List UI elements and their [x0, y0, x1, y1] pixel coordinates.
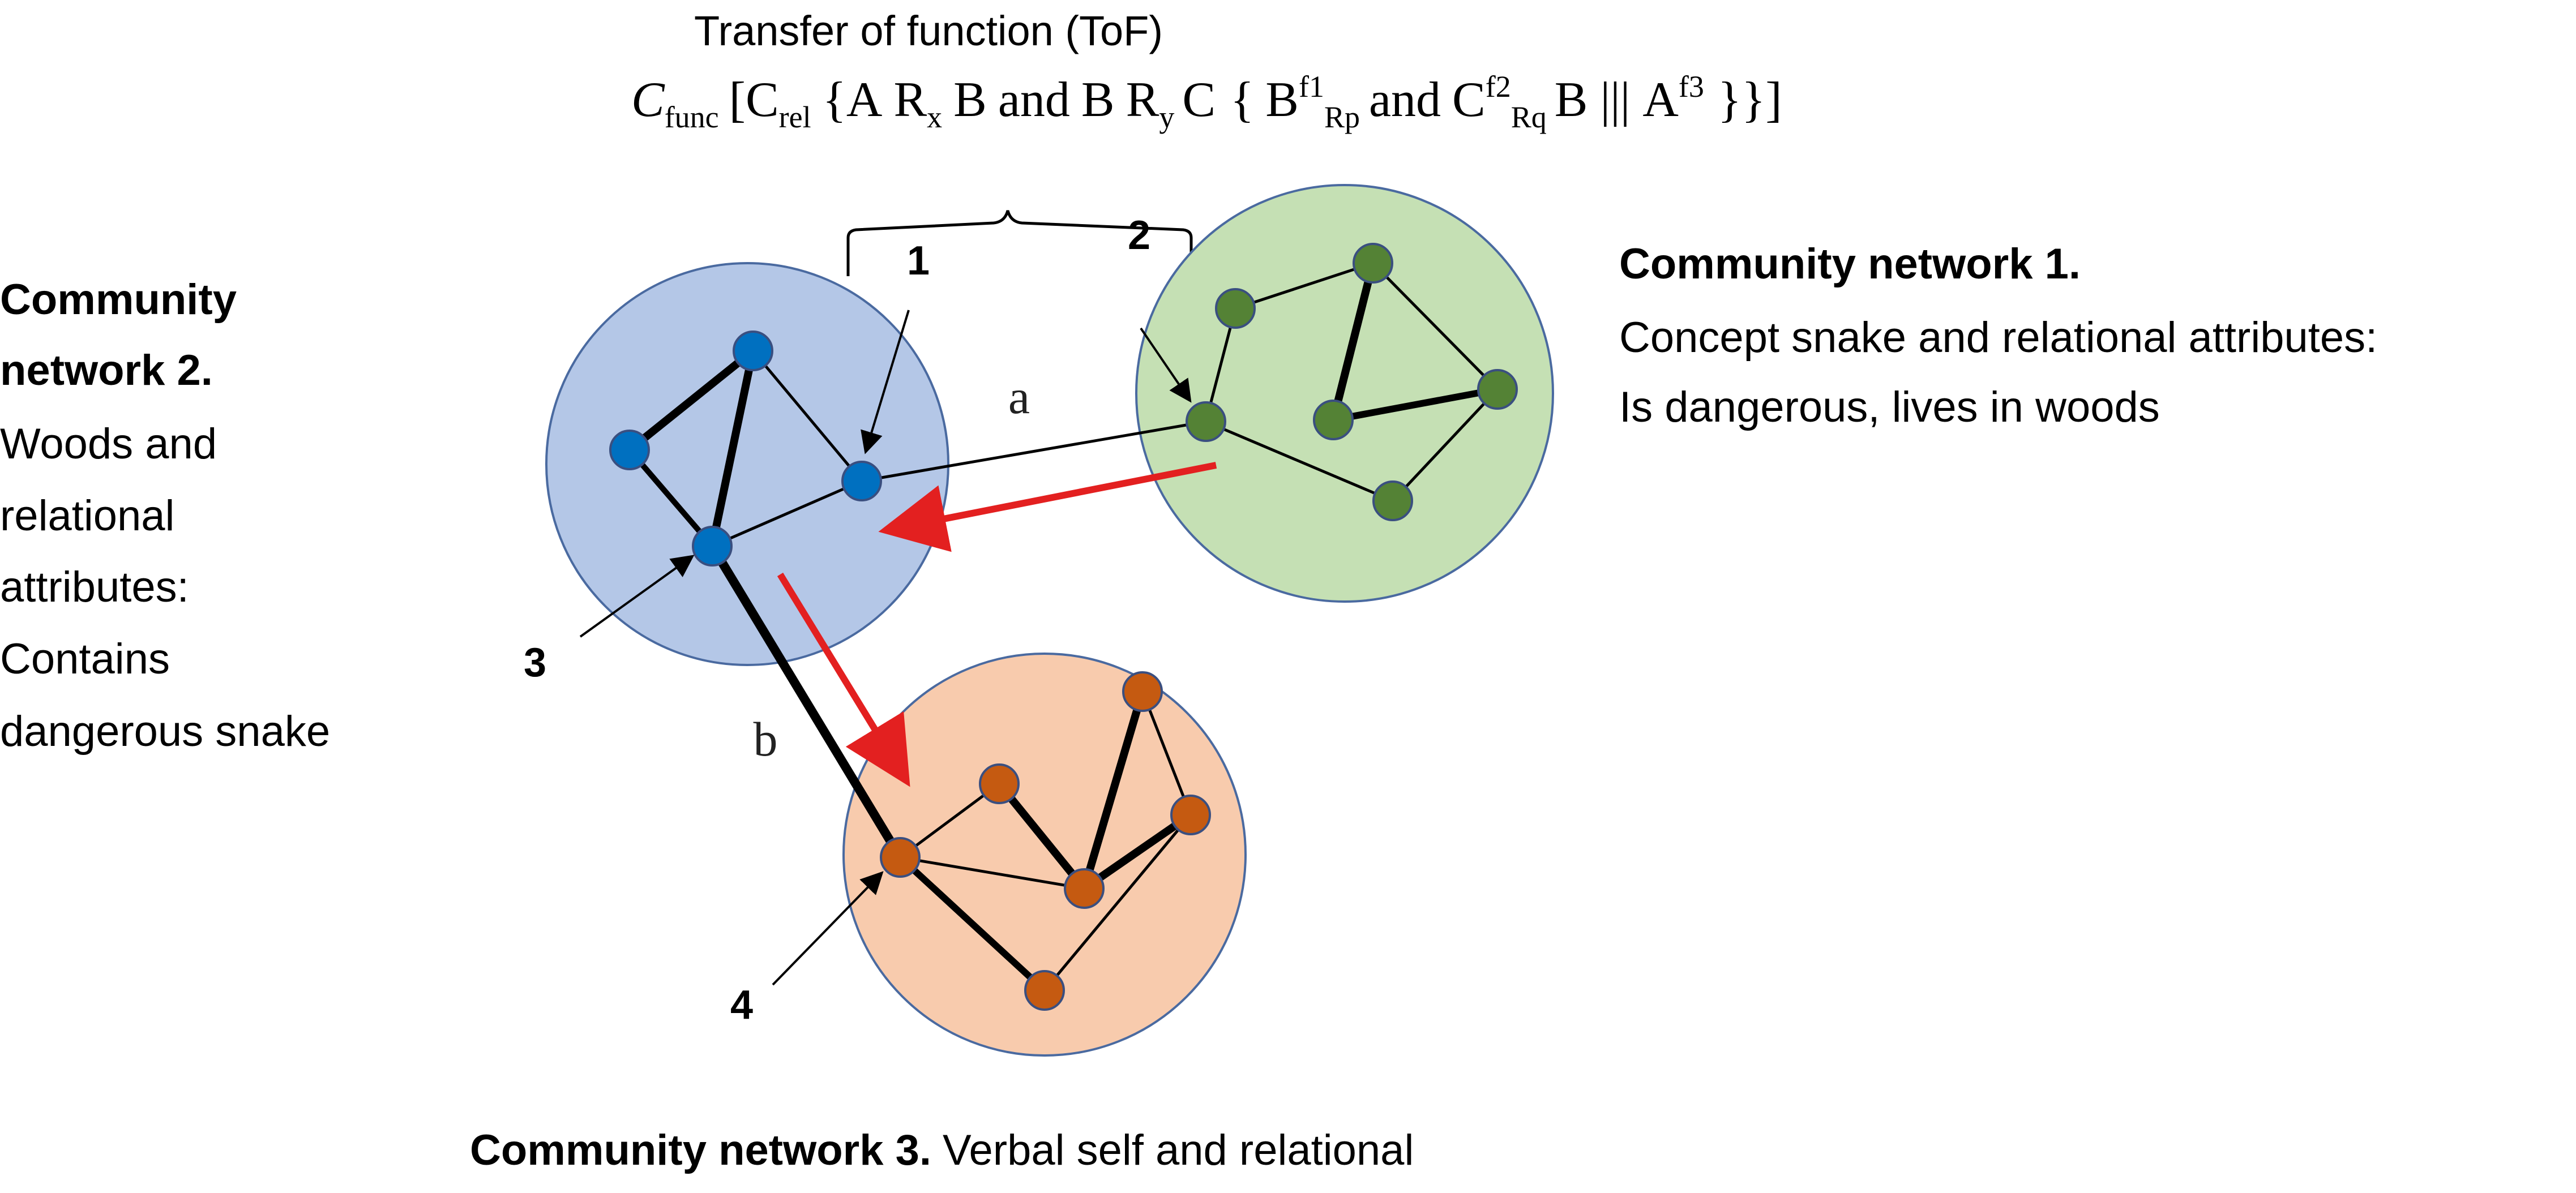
community-3-nodes	[880, 671, 1211, 1011]
formula-c2: C	[1182, 72, 1216, 127]
community-2-line: dangerous snake	[0, 707, 330, 756]
formula-open-brace2: {	[1230, 72, 1254, 127]
formula-rel-sub: rel	[779, 100, 811, 134]
red-arrow-transfer-1	[878, 462, 1217, 552]
marker-1: 1	[907, 238, 930, 284]
formula-func-sub: func	[665, 100, 719, 134]
community-1-nodes	[1186, 243, 1518, 521]
community-circle-2	[545, 262, 949, 666]
node-green	[1477, 369, 1518, 410]
community-3-text: Verbal self and relational	[943, 1126, 1414, 1174]
formula-or: |||	[1600, 72, 1630, 127]
formula-f3-sup: f3	[1679, 70, 1704, 104]
formula-b3: B	[1555, 72, 1588, 127]
formula-close: }}]	[1718, 72, 1782, 127]
pointer-arrow-1	[861, 310, 910, 454]
node-blue	[692, 526, 733, 567]
community-1-line2: Is dangerous, lives in woods	[1619, 383, 2160, 431]
marker-2: 2	[1128, 213, 1150, 258]
node-orange	[979, 763, 1020, 804]
community-2-line: attributes:	[0, 563, 189, 611]
formula-x-sub: x	[927, 100, 942, 134]
node-orange	[1064, 868, 1105, 909]
node-blue	[609, 430, 650, 470]
pointer-arrow-2	[1140, 327, 1192, 403]
node-green	[1353, 243, 1393, 284]
community-2-line: Contains	[0, 635, 170, 683]
community-1-heading: Community network 1.	[1619, 240, 2081, 288]
formula-f2-sup: f2	[1486, 70, 1511, 104]
community-2-edges	[627, 347, 863, 548]
community-2-line: Woods and	[0, 420, 217, 468]
marker-4: 4	[730, 982, 753, 1028]
formula-rq-sub: Rq	[1511, 100, 1547, 134]
formula-c-rel: C	[746, 72, 779, 127]
node-orange	[1122, 671, 1163, 712]
community-2-heading-line1: Community	[0, 276, 237, 324]
node-blue	[733, 331, 773, 371]
formula-rp-sub: Rp	[1324, 100, 1360, 134]
edge-label-a: a	[1008, 370, 1030, 424]
community-2-line: relational	[0, 492, 174, 540]
formula-a2: A	[1642, 72, 1679, 127]
community-2-nodes	[609, 331, 882, 567]
formula-b2: B	[1265, 72, 1299, 127]
community-circle-3	[842, 653, 1247, 1057]
formula-open-brace: {	[823, 72, 846, 127]
node-blue	[841, 461, 882, 501]
node-green	[1313, 400, 1354, 440]
formula-c3: C	[1452, 72, 1486, 127]
edge-label-b: b	[754, 712, 778, 766]
marker-3: 3	[524, 640, 546, 685]
formula-brace	[846, 210, 1193, 276]
community-2-heading-line2: network 2.	[0, 346, 213, 394]
edge-a	[861, 420, 1206, 483]
node-green	[1186, 401, 1226, 442]
community-1-line1: Concept snake and relational attributes:	[1619, 314, 2377, 362]
formula-y-sub: y	[1159, 100, 1174, 134]
node-orange	[1024, 970, 1065, 1011]
node-orange	[880, 837, 921, 878]
community-3-caption: Community network 3.Verbal self and rela…	[470, 1126, 1414, 1174]
node-green	[1372, 480, 1413, 521]
formula-f1-sup: f1	[1299, 70, 1324, 104]
community-3-edges	[897, 690, 1193, 993]
formula-r2: R	[1126, 72, 1159, 127]
formula-a: A	[846, 72, 883, 127]
formula-r: R	[893, 72, 927, 127]
formula-open-bracket: [	[729, 72, 746, 127]
formula-and2: and	[1369, 72, 1441, 127]
red-arrow-transfer-2	[777, 572, 910, 787]
diagram-title: Transfer of function (ToF)	[694, 7, 1163, 54]
community-3-heading: Community network 3.	[470, 1126, 931, 1174]
node-green	[1215, 288, 1256, 329]
pointer-arrow-4	[772, 871, 884, 986]
formula-b-rel: B	[1081, 72, 1115, 127]
node-orange	[1170, 795, 1211, 835]
formula-c: C	[631, 72, 665, 127]
edge-b	[708, 543, 904, 860]
pointer-arrow-3	[579, 555, 695, 638]
formula-and: and	[998, 72, 1070, 127]
formula-b: B	[953, 72, 987, 127]
